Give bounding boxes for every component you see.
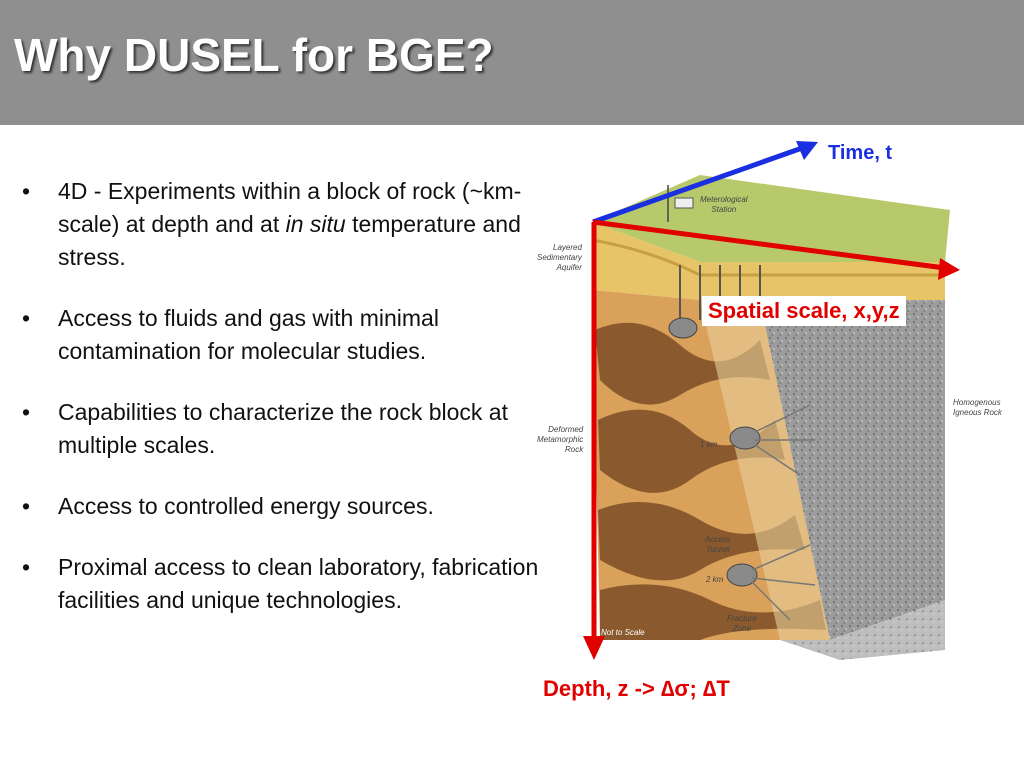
bullet-symbol: •	[22, 399, 31, 425]
drill-line	[751, 581, 791, 621]
bullet-symbol: •	[22, 554, 31, 580]
bullet-italic-text: in situ	[285, 211, 346, 237]
drill-line	[751, 544, 811, 571]
drill-line	[754, 444, 801, 476]
drill-line	[754, 404, 811, 433]
drill-line	[751, 577, 816, 586]
bullet-text: Capabilities to characterize the rock bl…	[58, 399, 508, 458]
tunnel-middle	[729, 426, 761, 450]
time-label: Time, t	[828, 142, 893, 164]
bullet-list: • 4D - Experiments within a block of rock…	[22, 175, 562, 645]
bullet-text: Access to controlled energy sources.	[58, 493, 434, 519]
tunnel-lower	[726, 563, 758, 587]
bullet-symbol: •	[22, 178, 31, 204]
spatial-arrow	[592, 219, 946, 271]
spatial-scale-label: Spatial scale, x,y,z	[702, 296, 906, 326]
igneous-face	[760, 300, 945, 640]
bullet-text: Proximal access to clean laboratory, fab…	[58, 554, 539, 613]
bullet-text-after: temperature and stress.	[58, 211, 521, 270]
label-fracture: Fracture Zone	[727, 614, 757, 633]
surface-top	[592, 175, 950, 262]
metamorphic-band	[598, 502, 805, 581]
bullet-text: Access to fluids and gas with minimal co…	[58, 305, 439, 364]
slide-title: Why DUSEL for BGE?	[14, 29, 494, 81]
bullet-item: • Capabilities to characterize the rock b…	[22, 396, 562, 462]
label-not-to-scale: Not to Scale	[601, 628, 645, 637]
sediment-stripe	[591, 238, 945, 277]
bullet-item: • 4D - Experiments within a block of rock…	[22, 175, 562, 274]
label-access: Access Tunnel	[705, 535, 731, 554]
spatial-arrowhead	[938, 258, 960, 280]
bullet-item: • Access to controlled energy sources.	[22, 490, 562, 523]
station-building	[674, 197, 694, 209]
metamorphic-band	[595, 322, 770, 405]
geology-block-diagram	[583, 141, 960, 660]
bullet-text: 4D - Experiments within a block of rock …	[58, 178, 522, 237]
igneous-bottom	[780, 600, 945, 660]
time-arrow	[592, 144, 806, 225]
depth-arrowhead	[583, 636, 605, 660]
bullet-item: • Access to fluids and gas with minimal c…	[22, 302, 562, 368]
label-layered: Layered Sedimentary Aquifer	[537, 243, 582, 272]
bullet-symbol: •	[22, 493, 31, 519]
label-one-km: 1 km	[700, 440, 718, 449]
metamorphic-band	[598, 409, 785, 493]
tunnel-upper	[668, 317, 698, 339]
depth-label: Depth, z -> ∆σ; ∆T	[543, 676, 730, 701]
metamorphic-band	[600, 584, 826, 640]
time-arrowhead	[796, 141, 818, 160]
label-two-km: 2 km	[706, 575, 724, 584]
bullet-item: • Proximal access to clean laboratory, fa…	[22, 551, 562, 617]
title-bar: Why DUSEL for BGE?	[0, 0, 1024, 125]
label-station: Meterological Station	[700, 195, 748, 214]
label-deformed: Deformed Metamorphic Rock	[537, 425, 584, 454]
label-igneous: Homogenous Igneous Rock	[953, 398, 1002, 417]
bullet-symbol: •	[22, 305, 31, 331]
shaft-zone	[700, 300, 830, 640]
